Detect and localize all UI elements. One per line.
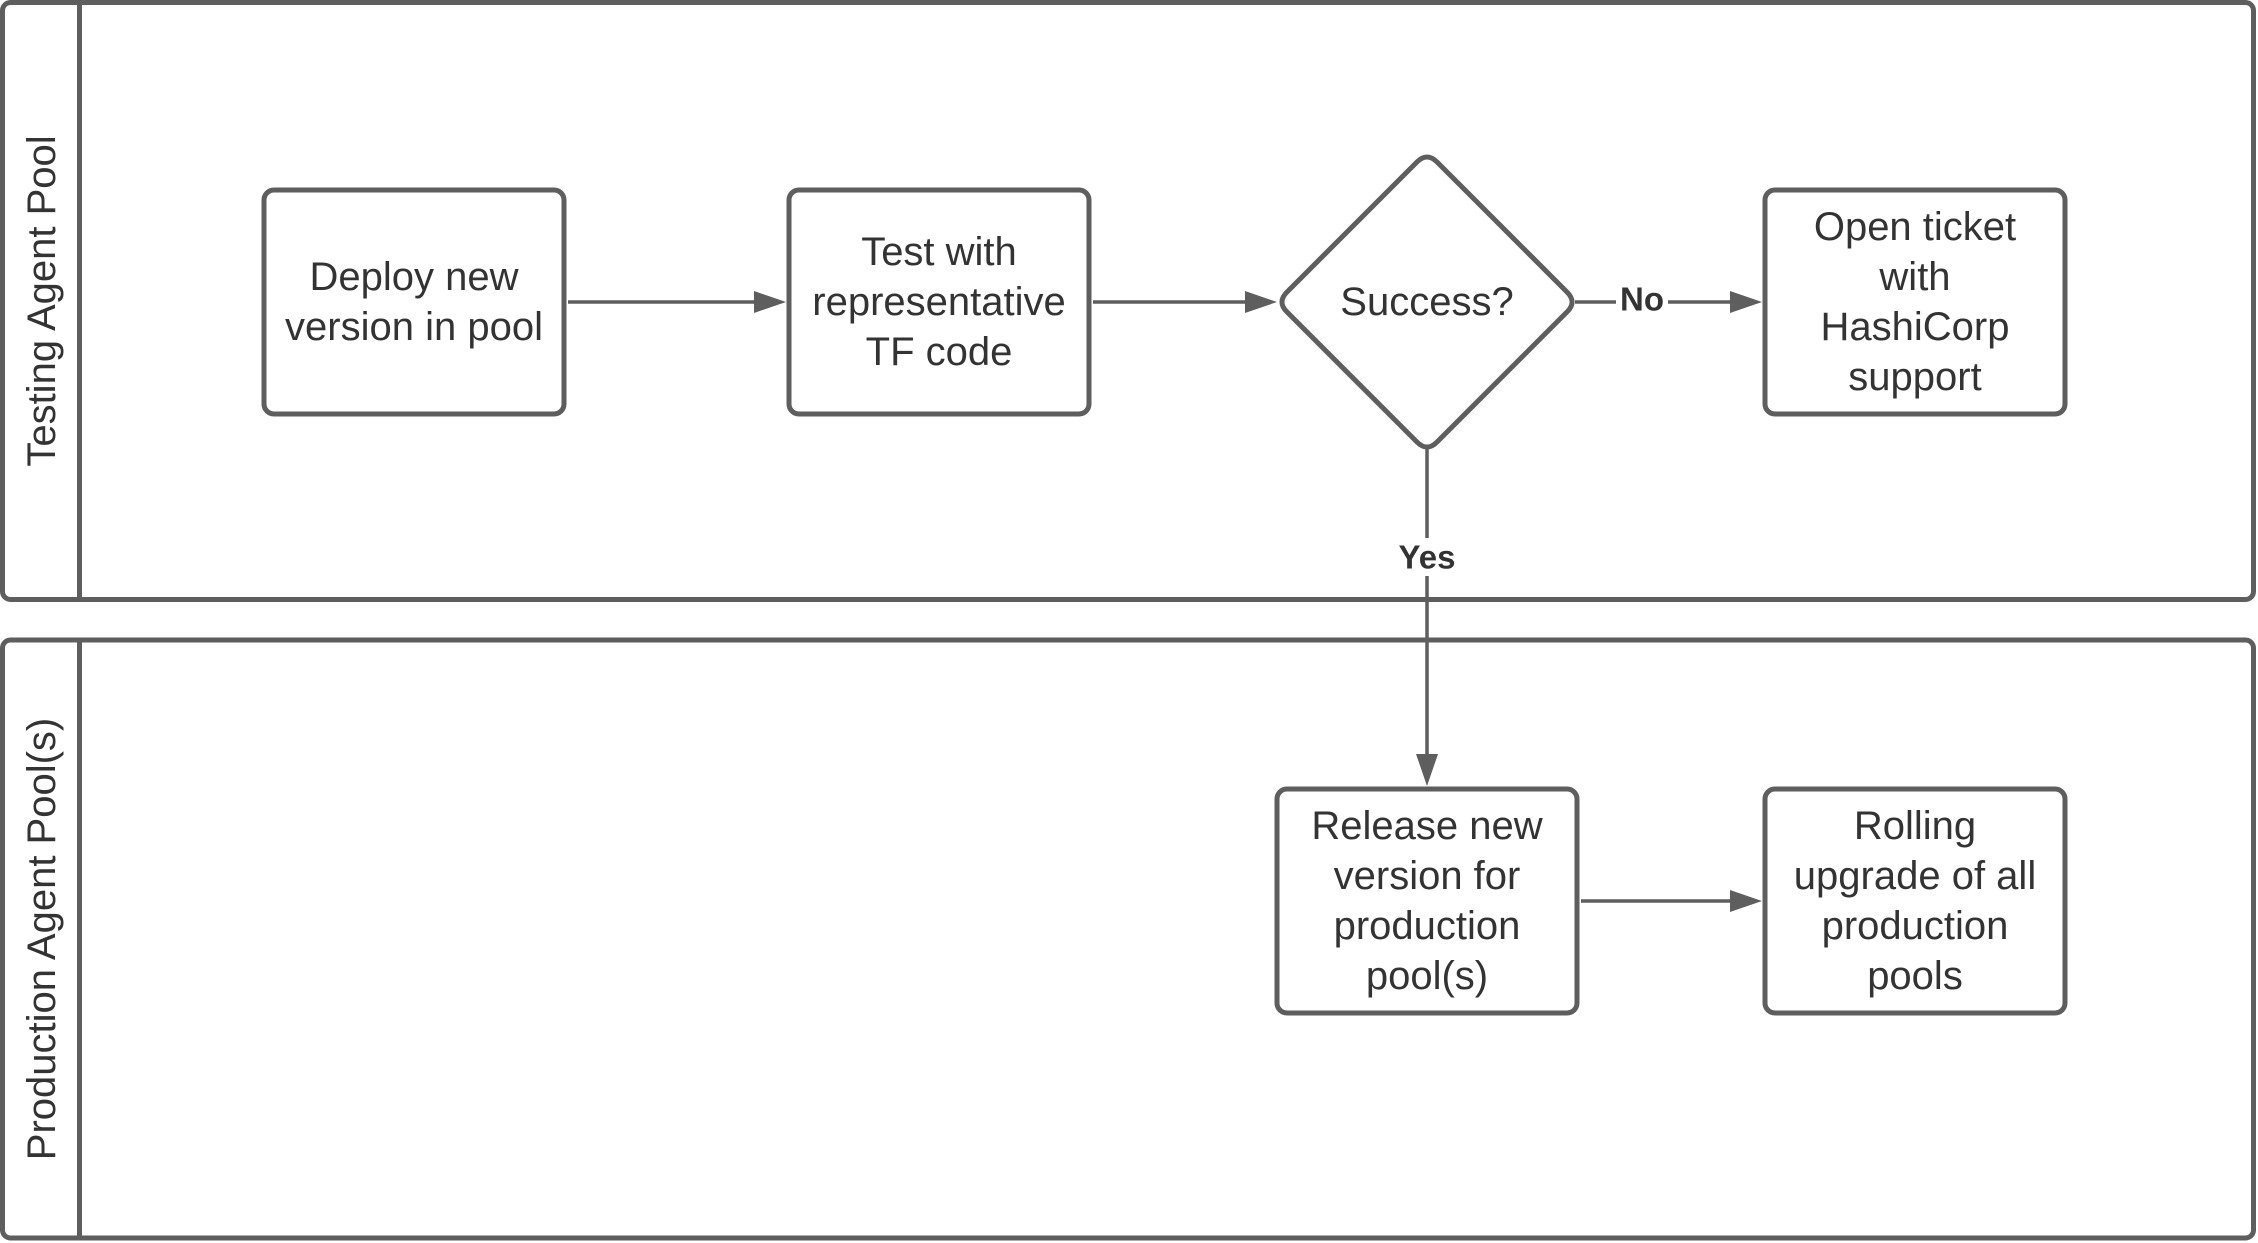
node-test[interactable]: Test with representative TF code [786, 187, 1092, 417]
node-test-text: representative [812, 280, 1065, 324]
arrowhead [1245, 291, 1277, 313]
node-rolling-text: Rolling [1854, 804, 1976, 848]
node-test-text: TF code [866, 330, 1013, 374]
edge-label-background [1390, 538, 1464, 576]
node-test-shape[interactable] [786, 187, 1092, 417]
edge-deploy-to-test [568, 291, 786, 313]
node-deploy-text: Deploy new [309, 255, 518, 299]
node-ticket-text: HashiCorp [1821, 305, 2010, 349]
edge-success-to-release: Yes [1390, 448, 1464, 786]
node-success[interactable]: Success? [1279, 154, 1575, 450]
node-rolling-shape[interactable] [1762, 786, 2068, 1016]
node-ticket-text: support [1848, 355, 1981, 399]
node-success-shape[interactable] [1279, 154, 1575, 450]
node-release-text: production [1334, 904, 1521, 948]
node-release[interactable]: Release new version for production pool(s) [1274, 786, 1580, 1016]
node-deploy[interactable]: Deploy new version in pool [261, 187, 567, 417]
arrowhead [754, 291, 786, 313]
node-release-text: pool(s) [1366, 954, 1488, 998]
node-ticket-text: Open ticket [1814, 205, 2016, 249]
edge-test-to-success [1093, 291, 1277, 313]
node-rolling-text: pools [1867, 954, 1963, 998]
node-test-text: Test with [861, 230, 1017, 274]
lane-testing-title: Testing Agent Pool [20, 135, 64, 466]
node-release-shape[interactable] [1274, 786, 1580, 1016]
arrowhead [1730, 890, 1762, 912]
node-deploy-text: version in pool [285, 305, 543, 349]
lane-production-title: Production Agent Pool(s) [20, 718, 64, 1160]
node-release-text: Release new [1311, 804, 1542, 848]
edge-label-yes: Yes [1399, 539, 1456, 576]
node-release-text: version for [1334, 854, 1521, 898]
edge-label-no: No [1620, 281, 1664, 318]
edge-release-to-rolling [1581, 890, 1762, 912]
lane-production-box [0, 637, 2256, 1241]
node-ticket-shape[interactable] [1762, 187, 2068, 417]
node-success-text: Success? [1340, 280, 1513, 324]
nodes-layer: Deploy new version in pool Test with repres… [261, 154, 2068, 1016]
lane-production: Production Agent Pool(s) [0, 637, 2256, 1241]
arrowhead [1730, 291, 1762, 313]
edge-label-background [1616, 280, 1668, 318]
node-rolling[interactable]: Rolling upgrade of all production pools [1762, 786, 2068, 1016]
edge-success-to-ticket: No [1575, 280, 1762, 318]
node-deploy-shape[interactable] [261, 187, 567, 417]
node-ticket-text: with [1878, 255, 1950, 299]
node-rolling-text: upgrade of all [1794, 854, 2036, 898]
arrowhead [1416, 754, 1438, 786]
node-rolling-text: production [1822, 904, 2009, 948]
